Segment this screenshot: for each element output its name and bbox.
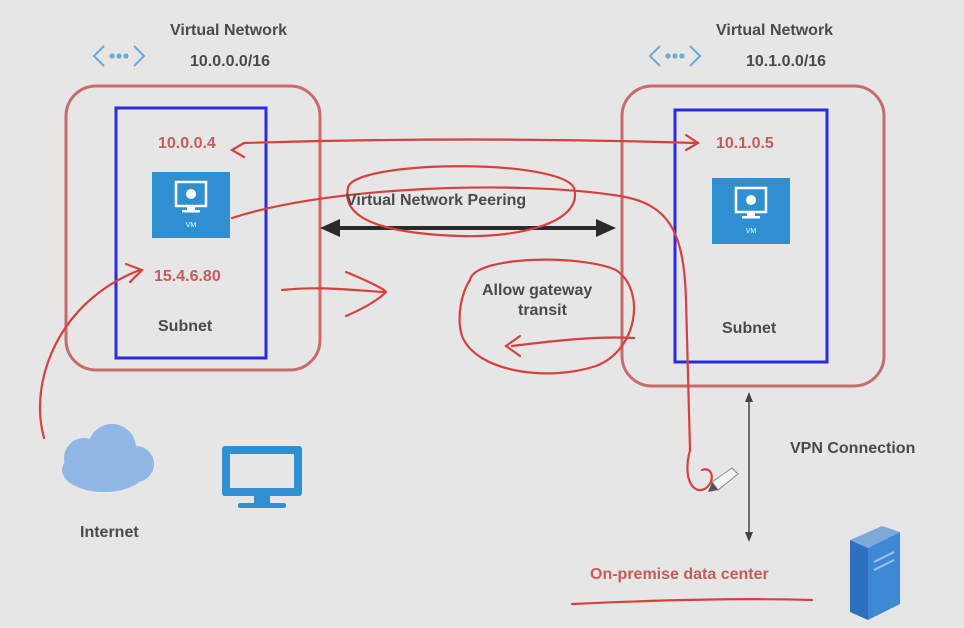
subnet-left-box	[114, 106, 268, 360]
peering-label: Virtual Network Peering	[346, 192, 527, 209]
server-icon	[850, 526, 900, 620]
pen-cursor-icon	[708, 467, 739, 492]
subnet-left-label: Subnet	[158, 318, 213, 335]
vnet-icon	[648, 45, 702, 67]
vm-left-public-ip: 15.4.6.80	[154, 268, 221, 285]
vnet-right-title: Virtual Network	[716, 22, 834, 39]
vnet-icon	[92, 45, 146, 67]
datacenter-label: On-premise data center	[590, 566, 769, 583]
handwritten-annotations	[38, 133, 814, 606]
vnet-left-cidr: 10.0.0.0/16	[190, 53, 271, 70]
internet-label: Internet	[80, 524, 139, 541]
gateway-transit-label-line2: transit	[518, 302, 567, 319]
vnet-right-box	[620, 84, 886, 388]
peering-arrow	[320, 219, 616, 237]
vnet-right-cidr: 10.1.0.0/16	[746, 53, 827, 70]
vpn-connection-arrow	[745, 392, 753, 542]
vm-icon: VM	[712, 178, 790, 244]
vm-label: VM	[745, 228, 757, 235]
vpn-connection-label: VPN Connection	[790, 440, 916, 457]
gateway-transit-label-line1: Allow gateway	[482, 282, 593, 299]
vm-right-private-ip: 10.1.0.5	[716, 135, 774, 152]
monitor-icon	[222, 446, 302, 508]
vnet-left-title: Virtual Network	[170, 22, 288, 39]
vm-icon: VM	[152, 172, 230, 238]
subnet-right-label: Subnet	[722, 320, 777, 337]
cloud-icon	[62, 424, 154, 492]
vm-label: VM	[185, 222, 197, 229]
vm-left-private-ip: 10.0.0.4	[158, 135, 216, 152]
